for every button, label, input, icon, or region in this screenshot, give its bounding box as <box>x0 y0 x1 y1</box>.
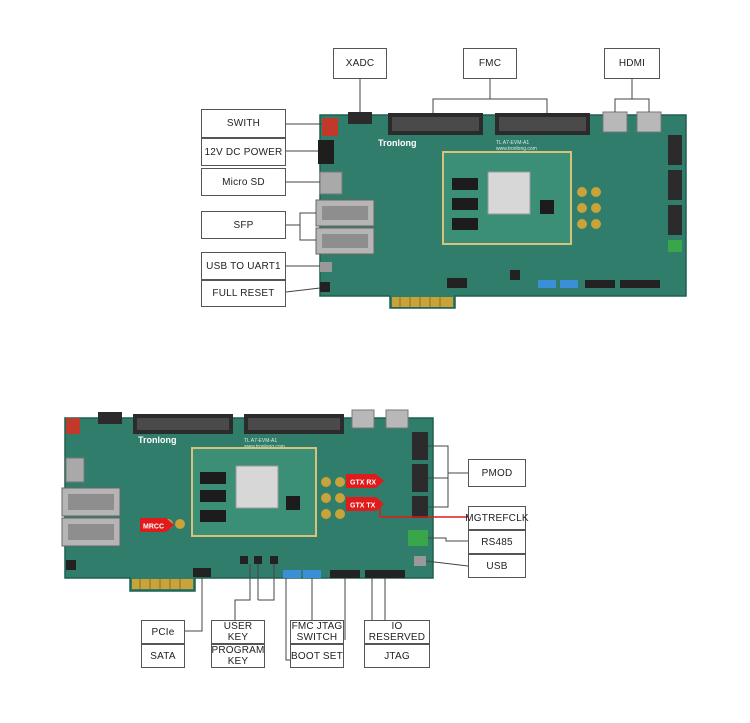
bottom-boot-switch <box>303 570 321 578</box>
bottom-rs485-terminal <box>408 530 428 546</box>
callout-switch: SWITH <box>201 109 286 138</box>
callout-full-reset: FULL RESET <box>201 280 286 307</box>
callout-mgtrefclk: MGTREFCLK <box>468 506 526 530</box>
bottom-brand: Tronlong <box>138 435 177 445</box>
top-reset-button <box>320 282 330 292</box>
gtx-tx-marker: GTX TX <box>346 497 384 511</box>
bottom-sata-port <box>193 568 211 577</box>
callout-boot-set: BOOT SET <box>290 644 344 668</box>
callout-sata: SATA <box>141 644 185 668</box>
bottom-pmod-header-1 <box>412 432 428 460</box>
gtx-rx-label: GTX RX <box>350 480 376 487</box>
callout-jtag: JTAG <box>364 644 430 668</box>
top-hdmi-2 <box>637 112 661 132</box>
callout-io-reserved: IO RESERVED <box>364 620 430 644</box>
callout-usb-to-uart1: USB TO UART1 <box>201 252 286 280</box>
bottom-pmod-header-3 <box>412 496 428 518</box>
callout-fmc-jtag-switch: FMC JTAG SWITCH <box>290 620 344 644</box>
top-microsd <box>320 172 342 194</box>
gtx-tx-label: GTX TX <box>350 503 376 510</box>
bottom-pmod-header-2 <box>412 464 428 492</box>
callout-user-key: USER KEY <box>211 620 265 644</box>
bottom-board: Tronlong TL A7-EVM-A1 www.tronlong.com <box>62 410 433 591</box>
gtx-rx-marker: GTX RX <box>346 474 384 488</box>
callout-usb: USB <box>468 554 526 578</box>
top-board: Tronlong TL A7-EVM-A1 www.tronlong.com <box>316 112 686 308</box>
top-switch <box>322 118 338 136</box>
callout-fmc: FMC <box>463 48 517 79</box>
callout-hdmi: HDMI <box>604 48 660 79</box>
callout-sfp: SFP <box>201 211 286 239</box>
top-fpga-chip <box>488 172 530 214</box>
callout-12v-power: 12V DC POWER <box>201 138 286 166</box>
top-brand: Tronlong <box>378 138 417 148</box>
callout-micro-sd: Micro SD <box>201 168 286 196</box>
top-pcie-fingers <box>392 297 453 307</box>
bottom-fpga-chip <box>236 466 278 508</box>
bottom-pcie-fingers <box>132 579 193 589</box>
mrcc-label: MRCC <box>143 524 164 531</box>
callout-pcie: PCIe <box>141 620 185 644</box>
bottom-usb-port <box>414 556 426 566</box>
top-xadc-header <box>348 112 372 124</box>
callout-rs485: RS485 <box>468 530 526 554</box>
callout-program-key: PROGRAM KEY <box>211 644 265 668</box>
top-hdmi-1 <box>603 112 627 132</box>
bottom-fmc-jtag-switch <box>283 570 301 578</box>
callout-pmod: PMOD <box>468 459 526 487</box>
top-dc-jack <box>318 140 334 164</box>
callout-xadc: XADC <box>333 48 387 79</box>
top-usb-uart <box>320 262 332 272</box>
